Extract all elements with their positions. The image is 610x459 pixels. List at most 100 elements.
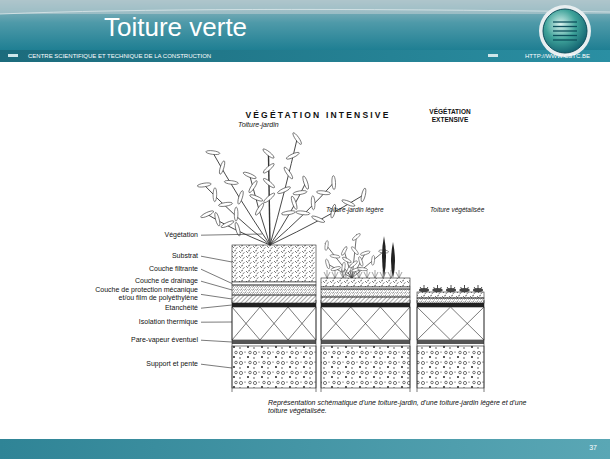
sedum-tuft <box>460 288 470 292</box>
leader-line <box>201 294 232 299</box>
grass-tuft <box>364 270 370 278</box>
leaf <box>218 160 226 174</box>
leaf <box>234 207 238 221</box>
leaf <box>218 202 232 208</box>
sedum-tuft <box>446 285 456 292</box>
header-text: CENTRE SCIENTIFIQUE ET TECHNIQUE DE LA C… <box>28 53 211 60</box>
plant-stem <box>352 250 386 278</box>
leader-line <box>201 281 232 290</box>
shrub-branch <box>270 182 334 245</box>
conifer-shape <box>382 236 386 278</box>
leaf <box>290 196 298 210</box>
leaf <box>277 186 291 195</box>
grass-tuft <box>380 270 386 278</box>
header-url: HTTP://WWW.CSTC.BE <box>525 53 590 60</box>
slide-title: Toiture verte <box>104 12 247 43</box>
layer-label: Pare-vapeur éventuel <box>131 336 198 344</box>
conifer-shape <box>391 242 395 278</box>
leader-line <box>201 269 232 283</box>
roof-layer <box>232 285 316 295</box>
insulation-layer <box>321 307 410 340</box>
leaf <box>206 150 220 155</box>
roof-layer <box>321 278 410 287</box>
leaf <box>197 182 211 188</box>
logo-stripe <box>553 30 577 31</box>
section-subheading: Toiture-jardin <box>238 121 279 129</box>
section-heading: VÉGÉTATION INTENSIVE <box>228 110 408 120</box>
leaf <box>220 220 234 229</box>
header-bar <box>0 0 610 50</box>
grass-tuft <box>388 270 394 278</box>
grass-tuft <box>396 270 402 278</box>
footer-bar <box>0 439 610 459</box>
leaf <box>292 132 303 146</box>
layer-label: Couche de drainage <box>135 277 198 285</box>
grass-tuft <box>332 270 338 278</box>
leaf <box>262 148 275 160</box>
shrub-branch <box>212 152 270 245</box>
bullet-mark <box>8 54 18 57</box>
sedum-tuft <box>460 285 470 292</box>
roof-layer <box>417 292 484 298</box>
leaf <box>224 180 238 185</box>
grass-tuft <box>356 270 362 278</box>
roof-layer <box>321 297 410 303</box>
layer-label: Isolation thermique <box>139 318 198 326</box>
logo-stripe <box>553 39 577 40</box>
plant-stem <box>352 252 366 278</box>
insulation-hatch <box>260 307 288 340</box>
roof-layer <box>321 289 410 297</box>
sedum-tuft <box>433 285 443 292</box>
leaf <box>249 194 263 203</box>
layer-label: Couche filtrante <box>149 265 198 273</box>
roof-layer <box>232 282 316 285</box>
leaf <box>360 188 367 202</box>
layer-label: Couche de protection mécanique et/ou fil… <box>78 286 198 303</box>
leaf <box>341 262 345 272</box>
leader-lines <box>201 234 262 368</box>
section-edge <box>232 300 233 392</box>
sedum-tuft <box>419 288 429 292</box>
waterproofing-layer <box>321 303 410 307</box>
leaf <box>293 190 307 196</box>
logo-stripe <box>553 21 577 22</box>
page-number: 37 <box>589 444 597 452</box>
sedum-tuft <box>446 288 456 292</box>
leaf <box>332 176 336 190</box>
section-edge <box>417 300 418 392</box>
logo-ring <box>539 5 591 57</box>
leaf <box>311 196 315 210</box>
leaf <box>360 250 370 256</box>
leaf <box>283 166 294 180</box>
leaf <box>243 171 257 180</box>
sedum-tuft <box>419 285 429 292</box>
roof-layer <box>232 245 316 282</box>
roof-layer <box>417 298 484 303</box>
leaf <box>316 190 330 195</box>
leader-line <box>201 305 232 308</box>
insulation-hatch <box>380 307 410 340</box>
logo-stripe <box>553 26 577 27</box>
insulation-hatch <box>417 307 451 340</box>
support-slab <box>417 346 484 388</box>
insulation-layer <box>417 307 484 340</box>
insulation-hatch <box>288 307 316 340</box>
leaf <box>263 192 276 204</box>
shrub-branch <box>270 194 364 245</box>
vapour-barrier <box>321 340 410 344</box>
leaf <box>331 266 341 271</box>
subheader-bar <box>0 50 610 62</box>
leaf <box>296 210 310 215</box>
leader-line <box>201 364 232 368</box>
leaf <box>342 256 352 263</box>
leaf <box>341 246 348 256</box>
leaf <box>371 255 375 265</box>
layer-label: Végétation <box>165 231 198 239</box>
section-edge <box>321 300 322 392</box>
vapour-barrier <box>232 340 316 344</box>
layer-label: Support et pente <box>146 360 198 368</box>
bullet-mark <box>488 54 498 57</box>
insulation-hatch <box>351 307 381 340</box>
sedum-tuft <box>473 288 483 292</box>
